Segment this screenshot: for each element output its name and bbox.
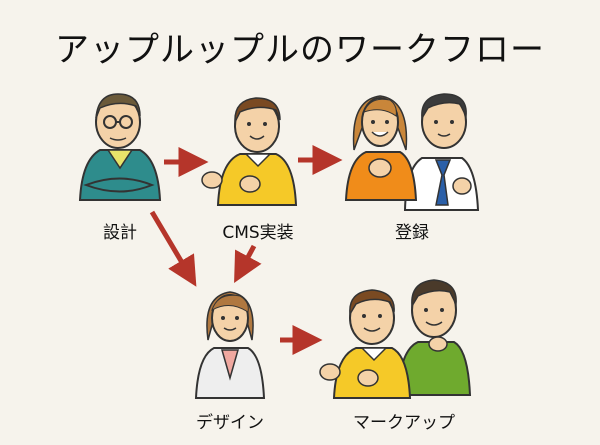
register-people-icon	[344, 93, 480, 211]
arrow-cms-to-design	[234, 244, 262, 284]
design-person-icon	[194, 291, 266, 399]
node-label-design: デザイン	[196, 413, 264, 433]
node-label-cms: CMS実装	[222, 223, 294, 243]
node-label-markup: マークアップ	[353, 413, 455, 433]
page-title: アップルップルのワークフロー	[55, 30, 545, 70]
cms-person-icon	[201, 97, 298, 206]
node-label-spec: 設計	[103, 223, 137, 243]
flow-arrows	[149, 145, 343, 355]
arrow-spec-to-design	[149, 210, 197, 287]
node-label-register: 登録	[395, 223, 429, 243]
designer-spec-person-icon	[78, 93, 162, 201]
markup-people-icon	[319, 279, 472, 399]
